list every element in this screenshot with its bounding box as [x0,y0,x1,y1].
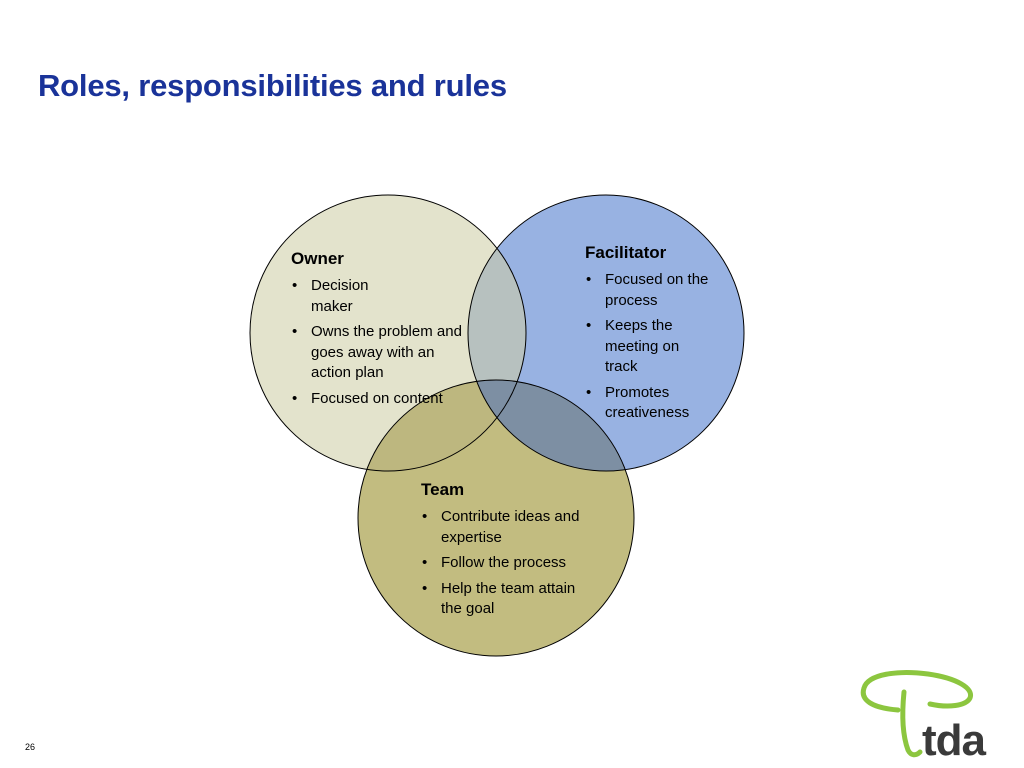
owner-heading: Owner [291,249,344,268]
owner-list: Decision maker Owns the problem and goes… [291,276,466,409]
owner-team-overlap [358,380,526,471]
owner-circle-outline [249,194,527,472]
facilitator-item: Focused on the process [585,270,715,311]
logo-text: tda [922,716,987,760]
slide-title: Roles, responsibilities and rules [38,68,507,103]
owner-role: Owner Decision maker Owns the problem an… [291,248,466,414]
page-number: 26 [25,742,36,752]
team-list: Contribute ideas and expertise Follow th… [421,507,581,620]
team-role: Team Contribute ideas and expertise Foll… [421,479,581,625]
facilitator-heading: Facilitator [585,243,667,262]
team-item: Contribute ideas and expertise [421,507,581,548]
owner-item: Owns the problem and goes away with an a… [291,322,466,384]
owner-item: Decision maker [291,276,391,317]
facilitator-item: Keeps the meeting on track [585,316,715,378]
logo-swoosh-icon [860,670,973,713]
owner-item: Focused on content [291,389,466,410]
team-item: Follow the process [421,553,581,574]
facilitator-team-overlap [468,380,634,471]
facilitator-item: Promotes creativeness [585,383,715,424]
team-heading: Team [421,480,465,499]
facilitator-list: Focused on the process Keeps the meeting… [585,270,715,424]
logo-stem-icon [900,689,923,758]
tda-logo: tda [860,670,988,760]
facilitator-circle-outline [467,194,745,472]
team-circle-outline [357,379,635,657]
facilitator-role: Facilitator Focused on the process Keeps… [585,242,715,429]
team-item: Help the team attain the goal [421,579,581,620]
